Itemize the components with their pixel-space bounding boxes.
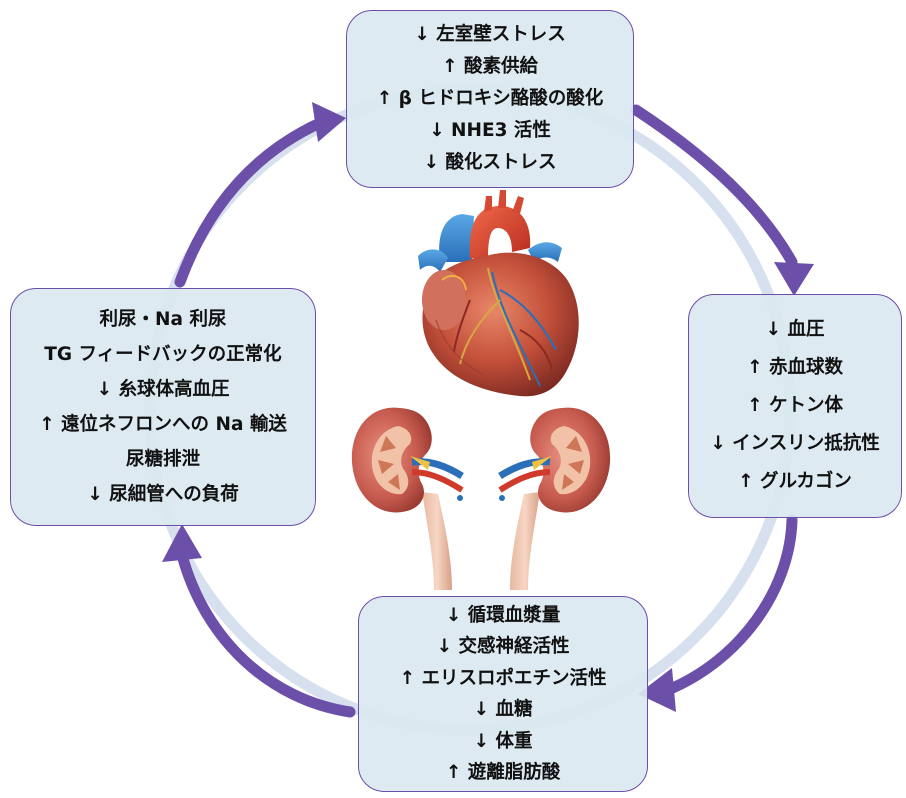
right-line-2: ↑ 赤血球数 — [747, 349, 843, 387]
box-renal-effects: 利尿・Na 利尿 TG フィードバックの正常化 ↓ 糸球体高血圧 ↑ 遠位ネフロ… — [10, 288, 316, 526]
top-line-3: ↑ β ヒドロキシ酪酸の酸化 — [377, 83, 604, 115]
top-line-1: ↓ 左室壁ストレス — [414, 19, 565, 51]
bottom-line-4: ↓ 血糖 — [474, 694, 533, 726]
bottom-line-6: ↑ 遊離脂肪酸 — [446, 757, 560, 789]
arrow-bottom-to-left — [182, 555, 350, 712]
heart-illustration — [418, 190, 579, 396]
arrow-top-to-right — [636, 110, 792, 262]
left-line-2: TG フィードバックの正常化 — [44, 337, 281, 372]
top-line-4: ↓ NHE3 活性 — [429, 115, 551, 147]
left-line-3: ↓ 糸球体高血圧 — [97, 372, 230, 407]
box-cardiac-effects: ↓ 左室壁ストレス ↑ 酸素供給 ↑ β ヒドロキシ酪酸の酸化 ↓ NHE3 活… — [346, 10, 634, 188]
top-line-5: ↓ 酸化ストレス — [424, 147, 557, 179]
bottom-line-2: ↓ 交感神経活性 — [437, 631, 570, 663]
left-line-1: 利尿・Na 利尿 — [100, 302, 227, 337]
box-systemic-effects: ↓ 循環血漿量 ↓ 交感神経活性 ↑ エリスロポエチン活性 ↓ 血糖 ↓ 体重 … — [358, 596, 648, 792]
arrowhead-top — [312, 102, 346, 142]
right-line-3: ↑ ケトン体 — [747, 387, 843, 425]
right-line-5: ↑ グルカゴン — [738, 463, 852, 501]
left-line-5: 尿糖排泄 — [126, 442, 200, 477]
left-kidney — [352, 408, 463, 513]
right-kidney — [499, 408, 610, 513]
left-line-4: ↑ 遠位ネフロンへの Na 輸送 — [39, 407, 287, 442]
bottom-line-3: ↑ エリスロポエチン活性 — [400, 663, 607, 695]
left-line-6: ↓ 尿細管への負荷 — [87, 477, 238, 512]
bottom-line-5: ↓ 体重 — [474, 726, 533, 758]
right-line-1: ↓ 血圧 — [766, 311, 825, 349]
top-line-2: ↑ 酸素供給 — [442, 51, 538, 83]
right-line-4: ↓ インスリン抵抗性 — [710, 425, 880, 463]
kidney-pair-illustration — [352, 408, 610, 590]
bottom-line-1: ↓ 循環血漿量 — [446, 600, 560, 632]
box-metabolic-effects: ↓ 血圧 ↑ 赤血球数 ↑ ケトン体 ↓ インスリン抵抗性 ↑ グルカゴン — [688, 294, 902, 518]
arrow-left-to-top — [180, 122, 322, 282]
arrowhead-right — [774, 262, 814, 296]
